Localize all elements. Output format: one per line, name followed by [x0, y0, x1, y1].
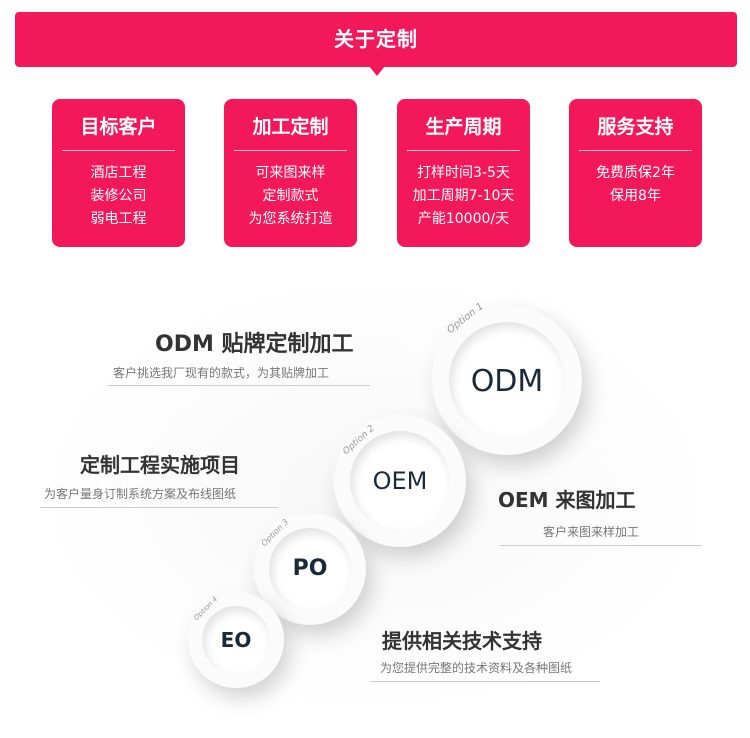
section-title: 关于定制 [334, 27, 418, 51]
support-subtitle: 为您提供完整的技术资料及各种图纸 [380, 661, 573, 675]
card-service-support: 服务支持 免费质保2年 保用8年 [569, 99, 702, 247]
card-line: 为您系统打造 [248, 211, 333, 227]
ring-center: ODM [449, 322, 565, 438]
card-customization: 加工定制 可来图来样 定制款式 为您系统打造 [224, 99, 357, 247]
card-divider [234, 150, 347, 151]
option-label-oem: OEM [372, 467, 428, 495]
card-divider [579, 150, 692, 151]
header-pointer [369, 66, 385, 76]
project-title: 定制工程实施项目 [80, 453, 240, 477]
card-line: 酒店工程 [90, 165, 147, 181]
card-line: 产能10000/天 [417, 211, 510, 227]
support-title: 提供相关技术支持 [382, 629, 542, 653]
card-production-cycle: 生产周期 打样时间3-5天 加工周期7-10天 产能10000/天 [397, 99, 530, 247]
project-subtitle: 为客户量身订制系统方案及布线图纸 [44, 487, 237, 501]
card-title: 目标客户 [80, 116, 157, 138]
oem-title: OEM 来图加工 [498, 488, 636, 512]
card-title: 服务支持 [597, 116, 674, 138]
card-line: 弱电工程 [90, 211, 147, 227]
card-divider [62, 150, 175, 151]
option-label-po: PO [292, 556, 328, 581]
card-divider [407, 150, 520, 151]
card-line: 装修公司 [90, 188, 147, 204]
card-title: 加工定制 [252, 116, 329, 138]
card-line: 免费质保2年 [596, 165, 675, 181]
card-title: 生产周期 [425, 116, 502, 138]
option-ring-po: PO Option 3 [254, 513, 366, 625]
option-ring-eo: EO Option 4 [188, 592, 284, 688]
ring-center: EO [202, 606, 270, 674]
oem-subtitle: 客户来图来样加工 [543, 525, 640, 539]
option-label-odm: ODM [470, 364, 544, 399]
option-label-eo: EO [220, 628, 252, 652]
section-header: 关于定制 [15, 12, 737, 67]
card-line: 打样时间3-5天 [417, 165, 510, 181]
card-line: 加工周期7-10天 [412, 188, 515, 204]
odm-subtitle: 客户挑选我厂现有的款式，为其贴牌加工 [113, 366, 330, 380]
card-line: 保用8年 [610, 188, 661, 204]
oem-underline [500, 545, 702, 546]
odm-title: ODM 贴牌定制加工 [155, 332, 354, 357]
card-target-customers: 目标客户 酒店工程 装修公司 弱电工程 [52, 99, 185, 247]
ring-center: OEM [350, 431, 450, 531]
odm-underline [108, 385, 370, 386]
card-line: 定制款式 [262, 188, 319, 204]
ring-center: PO [269, 528, 351, 610]
card-line: 可来图来样 [255, 165, 326, 181]
option-ring-odm: ODM Option 1 [432, 301, 582, 455]
support-underline [370, 681, 600, 682]
project-underline [40, 507, 278, 508]
option-ring-oem: OEM Option 2 [334, 415, 466, 547]
